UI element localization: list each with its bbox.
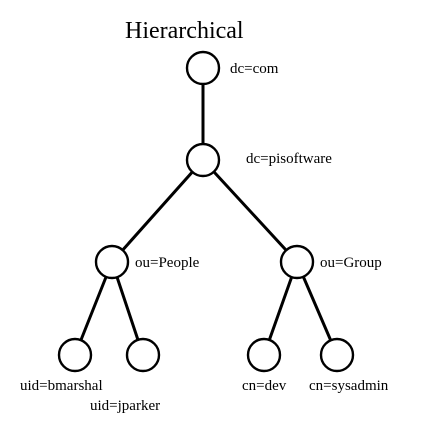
- label-pisoftware: dc=pisoftware: [246, 151, 332, 167]
- node-sysadmin: [319, 337, 355, 373]
- node-dev: [246, 337, 282, 373]
- node-jparker: [125, 337, 161, 373]
- nodes: [57, 50, 355, 373]
- node-people: [94, 244, 130, 280]
- label-sysadmin: cn=sysadmin: [309, 378, 389, 394]
- edge-pisoftware-people: [110, 158, 205, 264]
- label-people: ou=People: [135, 255, 200, 271]
- node-bmarshal: [57, 337, 93, 373]
- node-com: [185, 50, 221, 86]
- edges: [73, 66, 339, 357]
- label-bmarshal: uid=bmarshal: [20, 378, 103, 394]
- label-group: ou=Group: [320, 255, 382, 271]
- edge-pisoftware-group: [201, 158, 299, 264]
- diagram-title: Hierarchical: [125, 18, 244, 44]
- label-dev: cn=dev: [242, 378, 287, 394]
- labels: dc=com dc=pisoftware ou=People ou=Group …: [20, 61, 389, 414]
- node-group: [279, 244, 315, 280]
- node-pisoftware: [185, 142, 221, 178]
- label-jparker: uid=jparker: [90, 398, 160, 414]
- label-com: dc=com: [230, 61, 279, 77]
